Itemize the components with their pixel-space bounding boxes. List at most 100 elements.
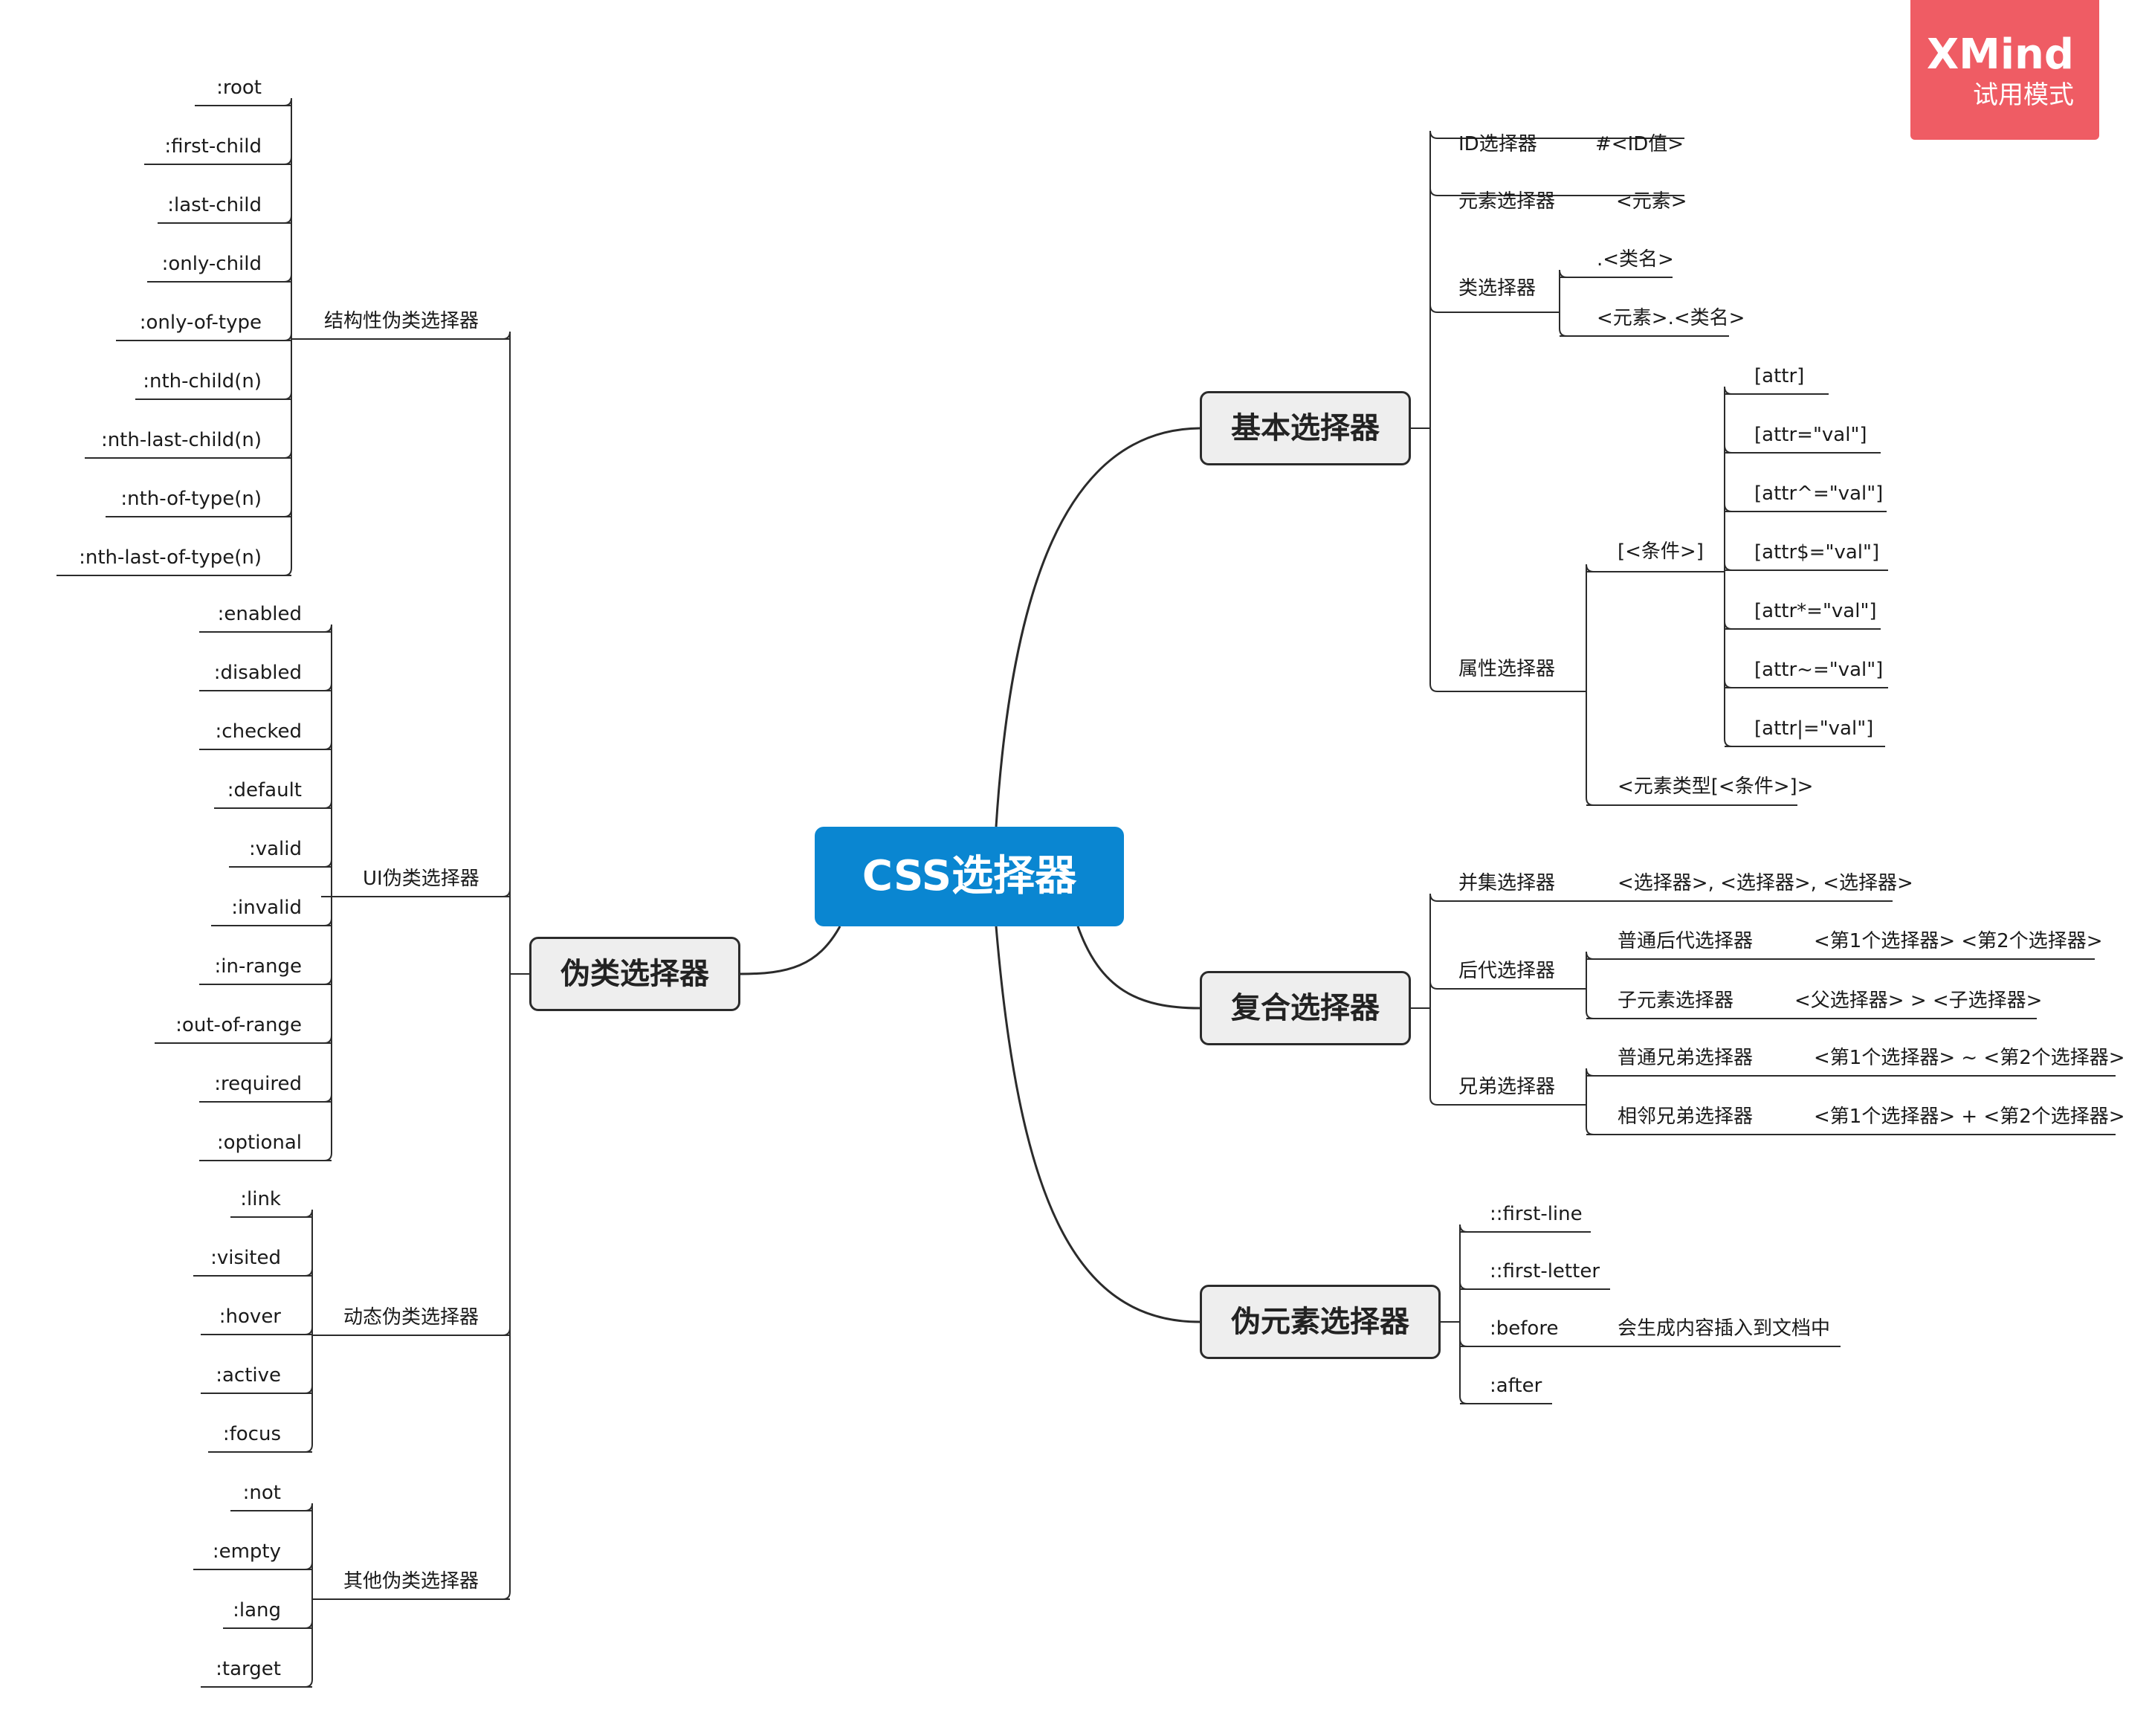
topic-basic-selectors[interactable]: 基本选择器: [1200, 391, 1411, 465]
topic-compound-selectors[interactable]: 复合选择器: [1200, 971, 1411, 1045]
connector-line: [1586, 797, 1594, 806]
central-topic[interactable]: CSS选择器: [815, 827, 1124, 926]
connector-line: [1586, 564, 1594, 572]
pseudo-element-item[interactable]: :after: [1490, 1375, 1542, 1397]
ui-item[interactable]: :invalid: [231, 897, 302, 919]
ui-item[interactable]: :required: [214, 1073, 302, 1095]
attribute-item[interactable]: [attr]: [1754, 365, 1805, 387]
ui-item[interactable]: :enabled: [217, 603, 302, 625]
pseudo-element-note[interactable]: 会生成内容插入到文档中: [1618, 1317, 1831, 1340]
attribute-item[interactable]: [attr="val"]: [1754, 424, 1867, 446]
structural-item[interactable]: :last-child: [167, 194, 262, 216]
sibling-general[interactable]: 普通兄弟选择器: [1618, 1047, 1754, 1069]
structural-item[interactable]: :nth-last-child(n): [100, 429, 262, 451]
connector-line: [1459, 1224, 1468, 1233]
connector-line: [283, 450, 292, 459]
dynamic-item[interactable]: :focus: [222, 1423, 281, 1445]
connector-line: [1586, 1068, 1594, 1077]
topic-pseudo-element-selectors[interactable]: 伪元素选择器: [1200, 1285, 1441, 1359]
subtopic-descendant-selector[interactable]: 后代选择器: [1458, 960, 1556, 982]
ui-item[interactable]: :optional: [216, 1132, 302, 1154]
other-item[interactable]: :empty: [212, 1540, 281, 1563]
structural-item[interactable]: :only-of-type: [139, 312, 262, 334]
connector-line: [1586, 1126, 1594, 1135]
pseudo-element-item[interactable]: ::first-letter: [1490, 1260, 1600, 1282]
attribute-item[interactable]: [attr~="val"]: [1754, 659, 1884, 681]
descendant-normal[interactable]: 普通后代选择器: [1618, 930, 1754, 952]
subtopic-id-selector[interactable]: ID选择器: [1458, 133, 1537, 155]
connector-line: [304, 1209, 313, 1218]
structural-item[interactable]: :first-child: [164, 135, 262, 158]
structural-item[interactable]: :root: [216, 77, 262, 99]
connector-line: [502, 1591, 511, 1600]
ui-item[interactable]: :valid: [248, 838, 302, 860]
connector-line: [304, 1268, 313, 1277]
connector-line: [995, 926, 1201, 1323]
structural-item[interactable]: :nth-of-type(n): [120, 488, 262, 510]
attribute-item[interactable]: [attr|="val"]: [1754, 717, 1874, 740]
watermark-brand: XMind: [1926, 30, 2074, 79]
connector-line: [304, 1444, 313, 1453]
structural-item[interactable]: :only-child: [161, 253, 262, 275]
ui-item[interactable]: :in-range: [214, 955, 302, 978]
connector-line: [283, 274, 292, 283]
connector-line: [323, 800, 332, 809]
pseudo-element-item[interactable]: ::first-line: [1490, 1203, 1583, 1225]
syntax-descendant-child[interactable]: <父选择器> > <子选择器>: [1794, 990, 2043, 1012]
connector-line: [323, 1094, 332, 1103]
connector-line: [323, 859, 332, 868]
connector-line: [283, 97, 292, 106]
descendant-child[interactable]: 子元素选择器: [1618, 990, 1734, 1012]
connector-line: [1724, 562, 1733, 571]
subtopic-ui-pseudo-class[interactable]: UI伪类选择器: [363, 868, 479, 890]
subtopic-sibling-selector[interactable]: 兄弟选择器: [1458, 1076, 1556, 1098]
attribute-item[interactable]: [attr$="val"]: [1754, 541, 1880, 564]
syntax-sibling-adjacent[interactable]: <第1个选择器> + <第2个选择器>: [1814, 1106, 2125, 1128]
connector-line: [1429, 1097, 1527, 1106]
connector-line: [1559, 328, 1568, 337]
dynamic-item[interactable]: :hover: [219, 1306, 281, 1328]
subtopic-union-selector[interactable]: 并集选择器: [1458, 872, 1556, 894]
subtopic-attribute-selector[interactable]: 属性选择器: [1458, 658, 1556, 680]
connector-line: [502, 888, 511, 897]
other-item[interactable]: :lang: [233, 1599, 281, 1622]
class-item[interactable]: .<类名>: [1597, 248, 1674, 271]
subtopic-structural-pseudo-class[interactable]: 结构性伪类选择器: [324, 310, 479, 332]
sibling-adjacent[interactable]: 相邻兄弟选择器: [1618, 1106, 1754, 1128]
other-item[interactable]: :not: [242, 1482, 281, 1504]
connector-line: [283, 567, 292, 576]
structural-item[interactable]: :nth-last-of-type(n): [79, 546, 262, 569]
other-item[interactable]: :target: [216, 1658, 281, 1680]
connector-line: [1724, 621, 1733, 630]
ui-item[interactable]: :default: [227, 779, 302, 801]
ui-item[interactable]: :disabled: [213, 662, 302, 684]
syntax-id[interactable]: #<ID值>: [1595, 133, 1684, 155]
subtopic-element-selector[interactable]: 元素选择器: [1458, 190, 1556, 213]
attribute-item[interactable]: [attr*="val"]: [1754, 600, 1877, 622]
class-item[interactable]: <元素>.<类名>: [1597, 307, 1745, 329]
ui-item[interactable]: :out-of-range: [175, 1014, 302, 1036]
watermark-mode: 试用模式: [1973, 80, 2074, 110]
dynamic-item[interactable]: :active: [216, 1364, 281, 1387]
attribute-item[interactable]: [attr^="val"]: [1754, 483, 1884, 505]
subtopic-class-selector[interactable]: 类选择器: [1458, 277, 1537, 300]
syntax-element[interactable]: <元素>: [1616, 190, 1687, 213]
syntax-sibling-general[interactable]: <第1个选择器> ~ <第2个选择器>: [1814, 1047, 2125, 1069]
topic-pseudo-class-selectors[interactable]: 伪类选择器: [529, 937, 740, 1011]
syntax-union[interactable]: <选择器>, <选择器>, <选择器>: [1618, 872, 1913, 894]
structural-item[interactable]: :nth-child(n): [143, 370, 262, 393]
syntax-descendant-normal[interactable]: <第1个选择器> <第2个选择器>: [1814, 930, 2103, 952]
attribute-typed[interactable]: <元素类型[<条件>]>: [1618, 775, 1814, 798]
connector-line: [1459, 1338, 1468, 1347]
connector-line: [304, 1561, 313, 1570]
subtopic-other-pseudo-class[interactable]: 其他伪类选择器: [343, 1570, 479, 1593]
attribute-condition[interactable]: [<条件>]: [1618, 541, 1704, 563]
subtopic-dynamic-pseudo-class[interactable]: 动态伪类选择器: [343, 1306, 479, 1329]
dynamic-item[interactable]: :visited: [210, 1247, 281, 1269]
ui-item[interactable]: :checked: [215, 720, 302, 743]
pseudo-element-item[interactable]: :before: [1490, 1317, 1559, 1340]
dynamic-item[interactable]: :link: [240, 1188, 281, 1210]
connector-line: [1724, 386, 1733, 395]
